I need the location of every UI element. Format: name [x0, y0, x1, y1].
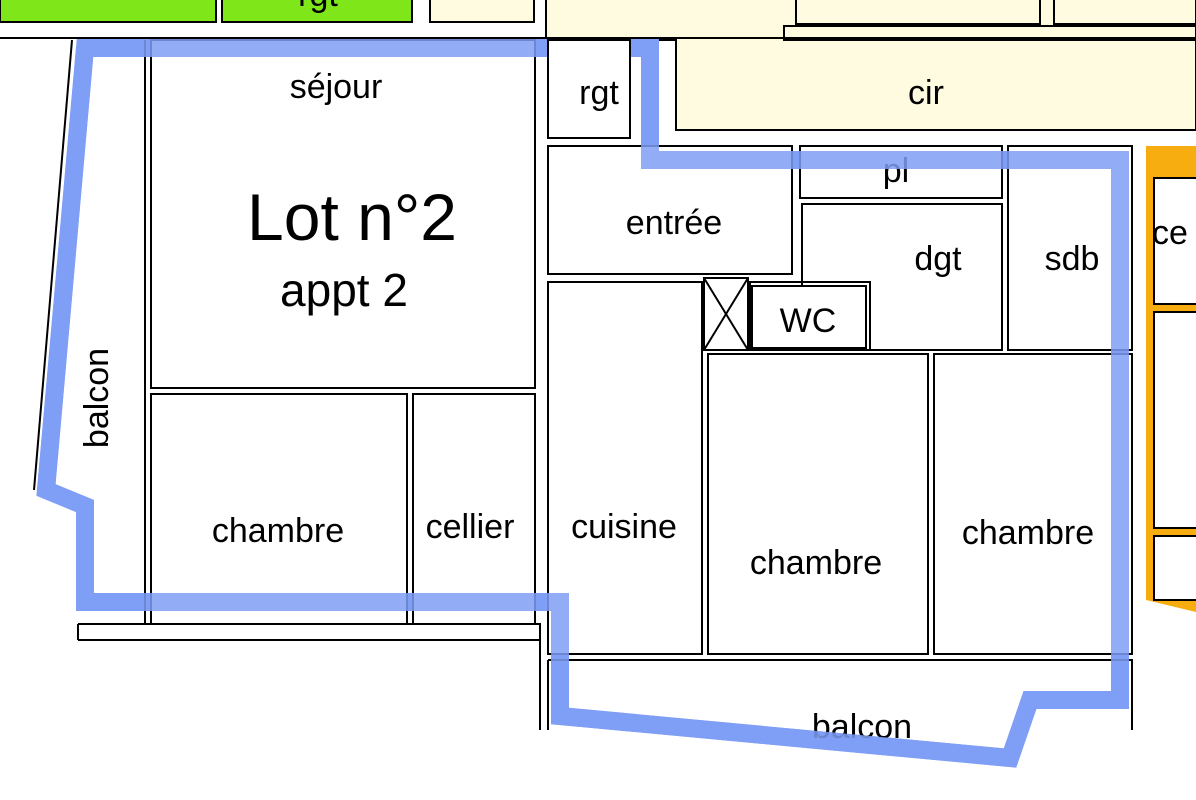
- duct-cross-2: [703, 277, 749, 351]
- room-wc: [751, 285, 867, 349]
- room-wc-outer: [749, 281, 871, 351]
- room-label-sejour: séjour: [290, 68, 383, 106]
- room-rgt: [547, 39, 631, 139]
- room-label-dgt: dgt: [914, 240, 962, 278]
- common-area-strip: [783, 25, 1196, 41]
- room-chambre-right: [933, 353, 1133, 655]
- room-label-cuisine: cuisine: [571, 508, 677, 546]
- lot-subtitle: appt 2: [280, 264, 408, 316]
- room-sejour: [150, 39, 536, 389]
- common-area-top-left: [429, 0, 535, 23]
- balcon-bottom-wall: [547, 659, 1133, 730]
- neighbor-orange-room-1: [1153, 177, 1196, 305]
- neighbor-lot-green-right: [221, 0, 413, 23]
- common-area-block-1: [795, 0, 1041, 25]
- room-label-cellier: cellier: [426, 508, 515, 546]
- room-label-right-partial: ce: [1152, 214, 1188, 252]
- room-cuisine: [547, 281, 703, 655]
- room-label-cir: cir: [908, 74, 944, 112]
- room-label-rgt: rgt: [579, 74, 619, 112]
- room-label-chambre-mid: chambre: [750, 544, 882, 582]
- neighbor-orange-room-3: [1153, 535, 1196, 601]
- neighbor-orange-room-2: [1153, 311, 1196, 529]
- room-cellier: [412, 393, 536, 625]
- room-label-chambre-left: chambre: [212, 512, 344, 550]
- neighbor-lot-green-left: [0, 0, 217, 23]
- room-chambre-mid: [707, 353, 929, 655]
- room-label-sdb: sdb: [1045, 240, 1100, 278]
- room-label-wc: WC: [780, 302, 837, 340]
- room-chambre-left: [150, 393, 408, 625]
- room-dgt: [801, 203, 1003, 351]
- lot-boundary-outline-overlay: [36, 39, 1129, 768]
- common-area-block-2: [1053, 0, 1196, 25]
- room-label-entree: entrée: [626, 204, 722, 242]
- balcon-left-wall: [33, 39, 146, 624]
- room-label-chambre-right: chambre: [962, 514, 1094, 552]
- room-label-balcon-left: balcon: [78, 348, 116, 448]
- top-partial-label: rgt: [298, 0, 338, 14]
- lot-title: Lot n°2: [247, 180, 457, 254]
